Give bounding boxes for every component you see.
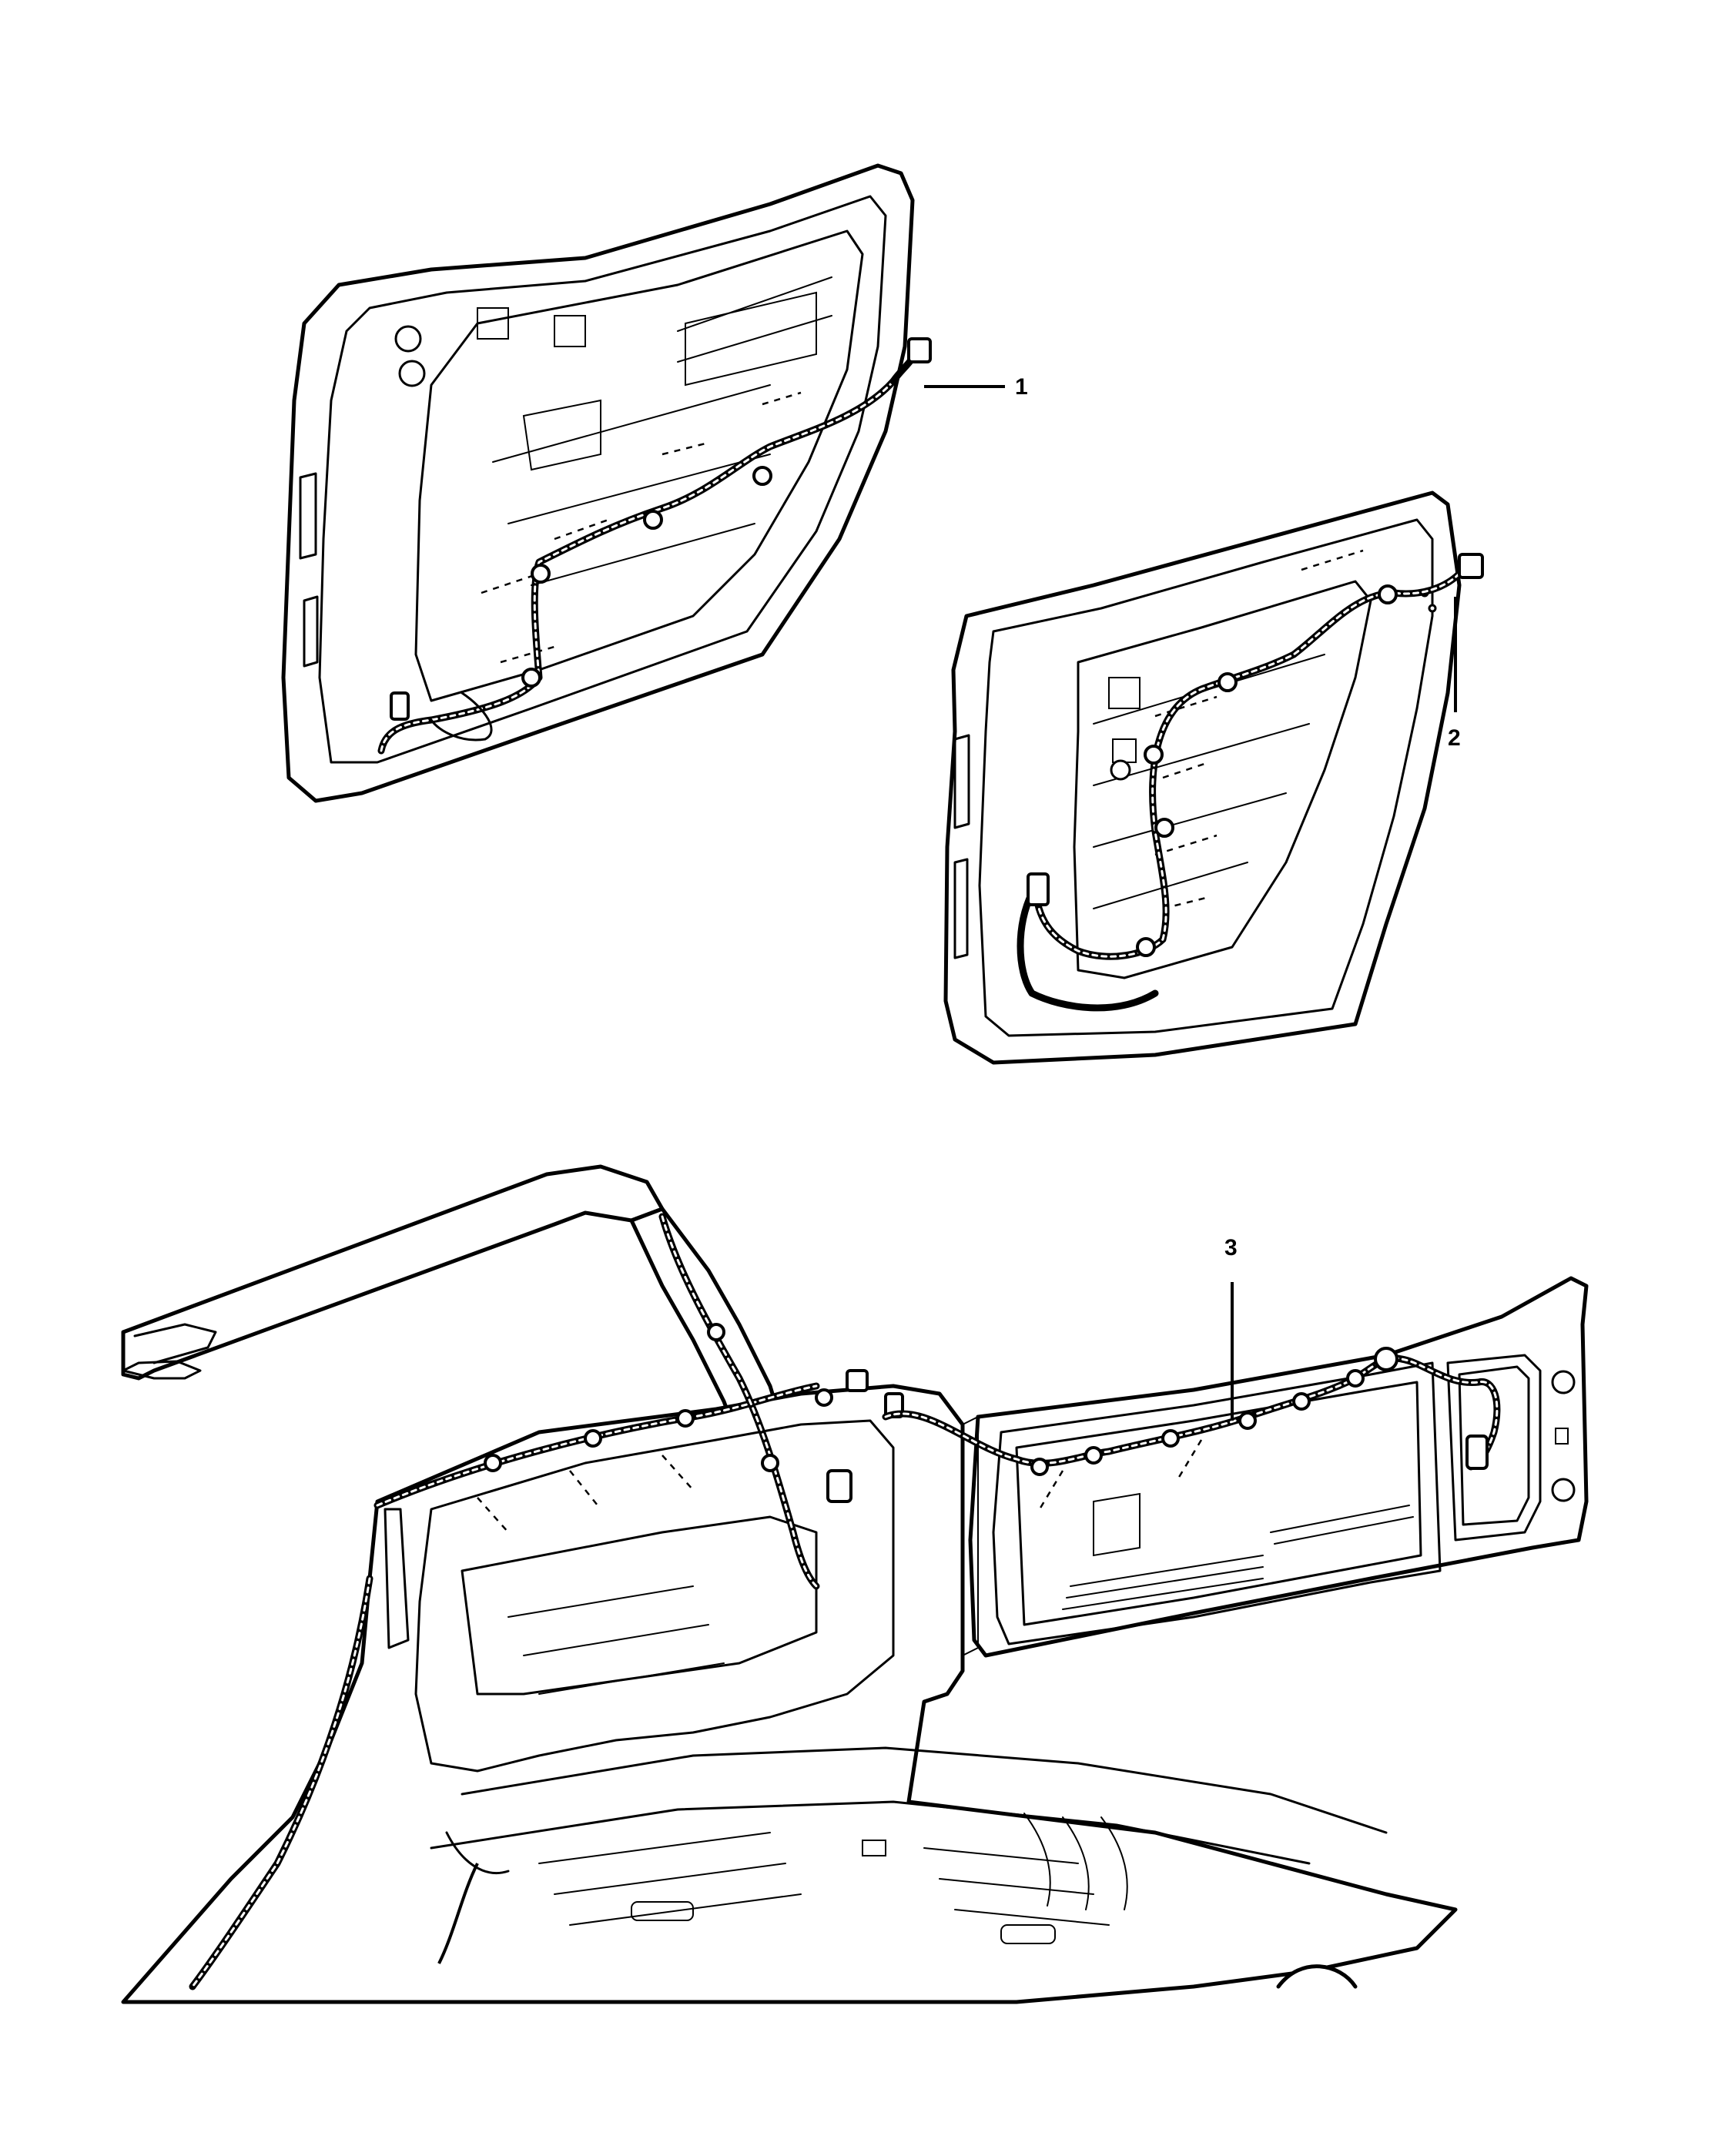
callout-3-label: 3 <box>1224 1235 1238 1260</box>
tailgate-panel <box>962 1276 1589 1658</box>
front-door-wiring-harness <box>377 337 932 755</box>
body-floor-and-sides <box>121 1384 1458 2004</box>
callout-1-label: 1 <box>1015 374 1028 400</box>
tailgate-wiring-harness <box>882 1347 1501 1510</box>
rear-door-wiring-harness <box>1017 553 1484 1012</box>
callout-2-label: 2 <box>1448 725 1461 751</box>
callout-2: 2 <box>1448 597 1461 751</box>
callout-1: 1 <box>924 374 1028 400</box>
rear-door-panel <box>943 490 1462 1065</box>
callout-3: 3 <box>1224 1235 1238 1421</box>
body-left-side-rail-harness <box>189 1213 904 1990</box>
front-door-panel <box>281 163 915 803</box>
